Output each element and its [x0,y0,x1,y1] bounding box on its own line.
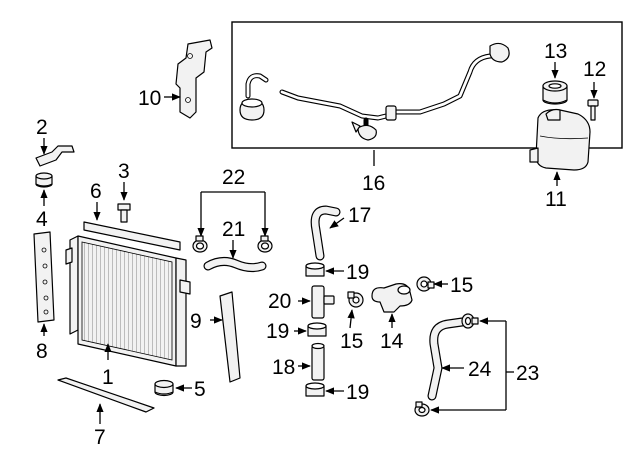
label-21: 21 [222,218,245,241]
label-9: 9 [190,310,202,333]
label-24: 24 [468,358,492,381]
part-18-pipe [311,342,325,381]
label-16: 16 [362,172,385,195]
label-11: 11 [545,188,567,211]
part-23-clamp-upper [461,313,479,329]
part-1-radiator [65,235,191,367]
leader-15a [347,309,355,329]
label-22: 22 [222,166,245,189]
part-21-hose [203,256,267,273]
label-17: 17 [348,204,371,227]
part-15-clamp-left [347,291,364,308]
part-11-reservoir [529,108,591,171]
label-5: 5 [194,378,206,401]
label-15a: 15 [340,330,363,353]
part-19-clamp-upper [305,262,325,277]
label-1: 1 [102,366,114,389]
part-19-clamp-middle [307,322,327,337]
label-19c: 19 [346,381,369,404]
label-2: 2 [36,116,48,139]
part-24-hose [427,317,467,401]
label-12: 12 [583,58,606,81]
part-3-bolt [117,203,131,223]
part-23-clamp-lower [414,401,430,417]
label-15b: 15 [450,274,473,297]
label-19b: 19 [266,320,289,343]
part-4-insulator [35,172,53,188]
part-10-deflector [175,39,213,119]
label-23: 23 [516,362,539,385]
label-6: 6 [90,180,102,203]
label-13: 13 [544,40,567,63]
part-15-clamp-right [416,276,435,292]
label-19a: 19 [346,261,369,284]
part-2-bracket [35,145,75,167]
part-22-clamp-left [192,235,208,253]
label-14: 14 [380,330,404,353]
label-20: 20 [268,290,291,313]
label-4: 4 [36,208,48,231]
leader-17 [329,217,345,229]
part-22-clamp-right [257,235,273,253]
part-14-housing [371,283,413,313]
part-7-lower-seal [57,377,155,413]
label-8: 8 [36,340,48,363]
label-18: 18 [272,356,295,379]
part-17-hose [310,205,341,261]
part-13-cap [542,80,568,105]
label-10: 10 [138,87,161,110]
label-3: 3 [118,160,130,183]
part-19-clamp-lower [305,382,325,397]
part-8-seal [33,231,55,323]
part-12-bolt [587,99,599,121]
part-5-lower-insulator [154,379,174,397]
part-16-group-box [231,21,623,149]
part-16-tubes [239,42,510,141]
label-7: 7 [94,426,106,449]
part-6-upper-seal [83,221,181,251]
part-20-tee [311,285,335,319]
part-9-side-deflector [219,291,241,383]
